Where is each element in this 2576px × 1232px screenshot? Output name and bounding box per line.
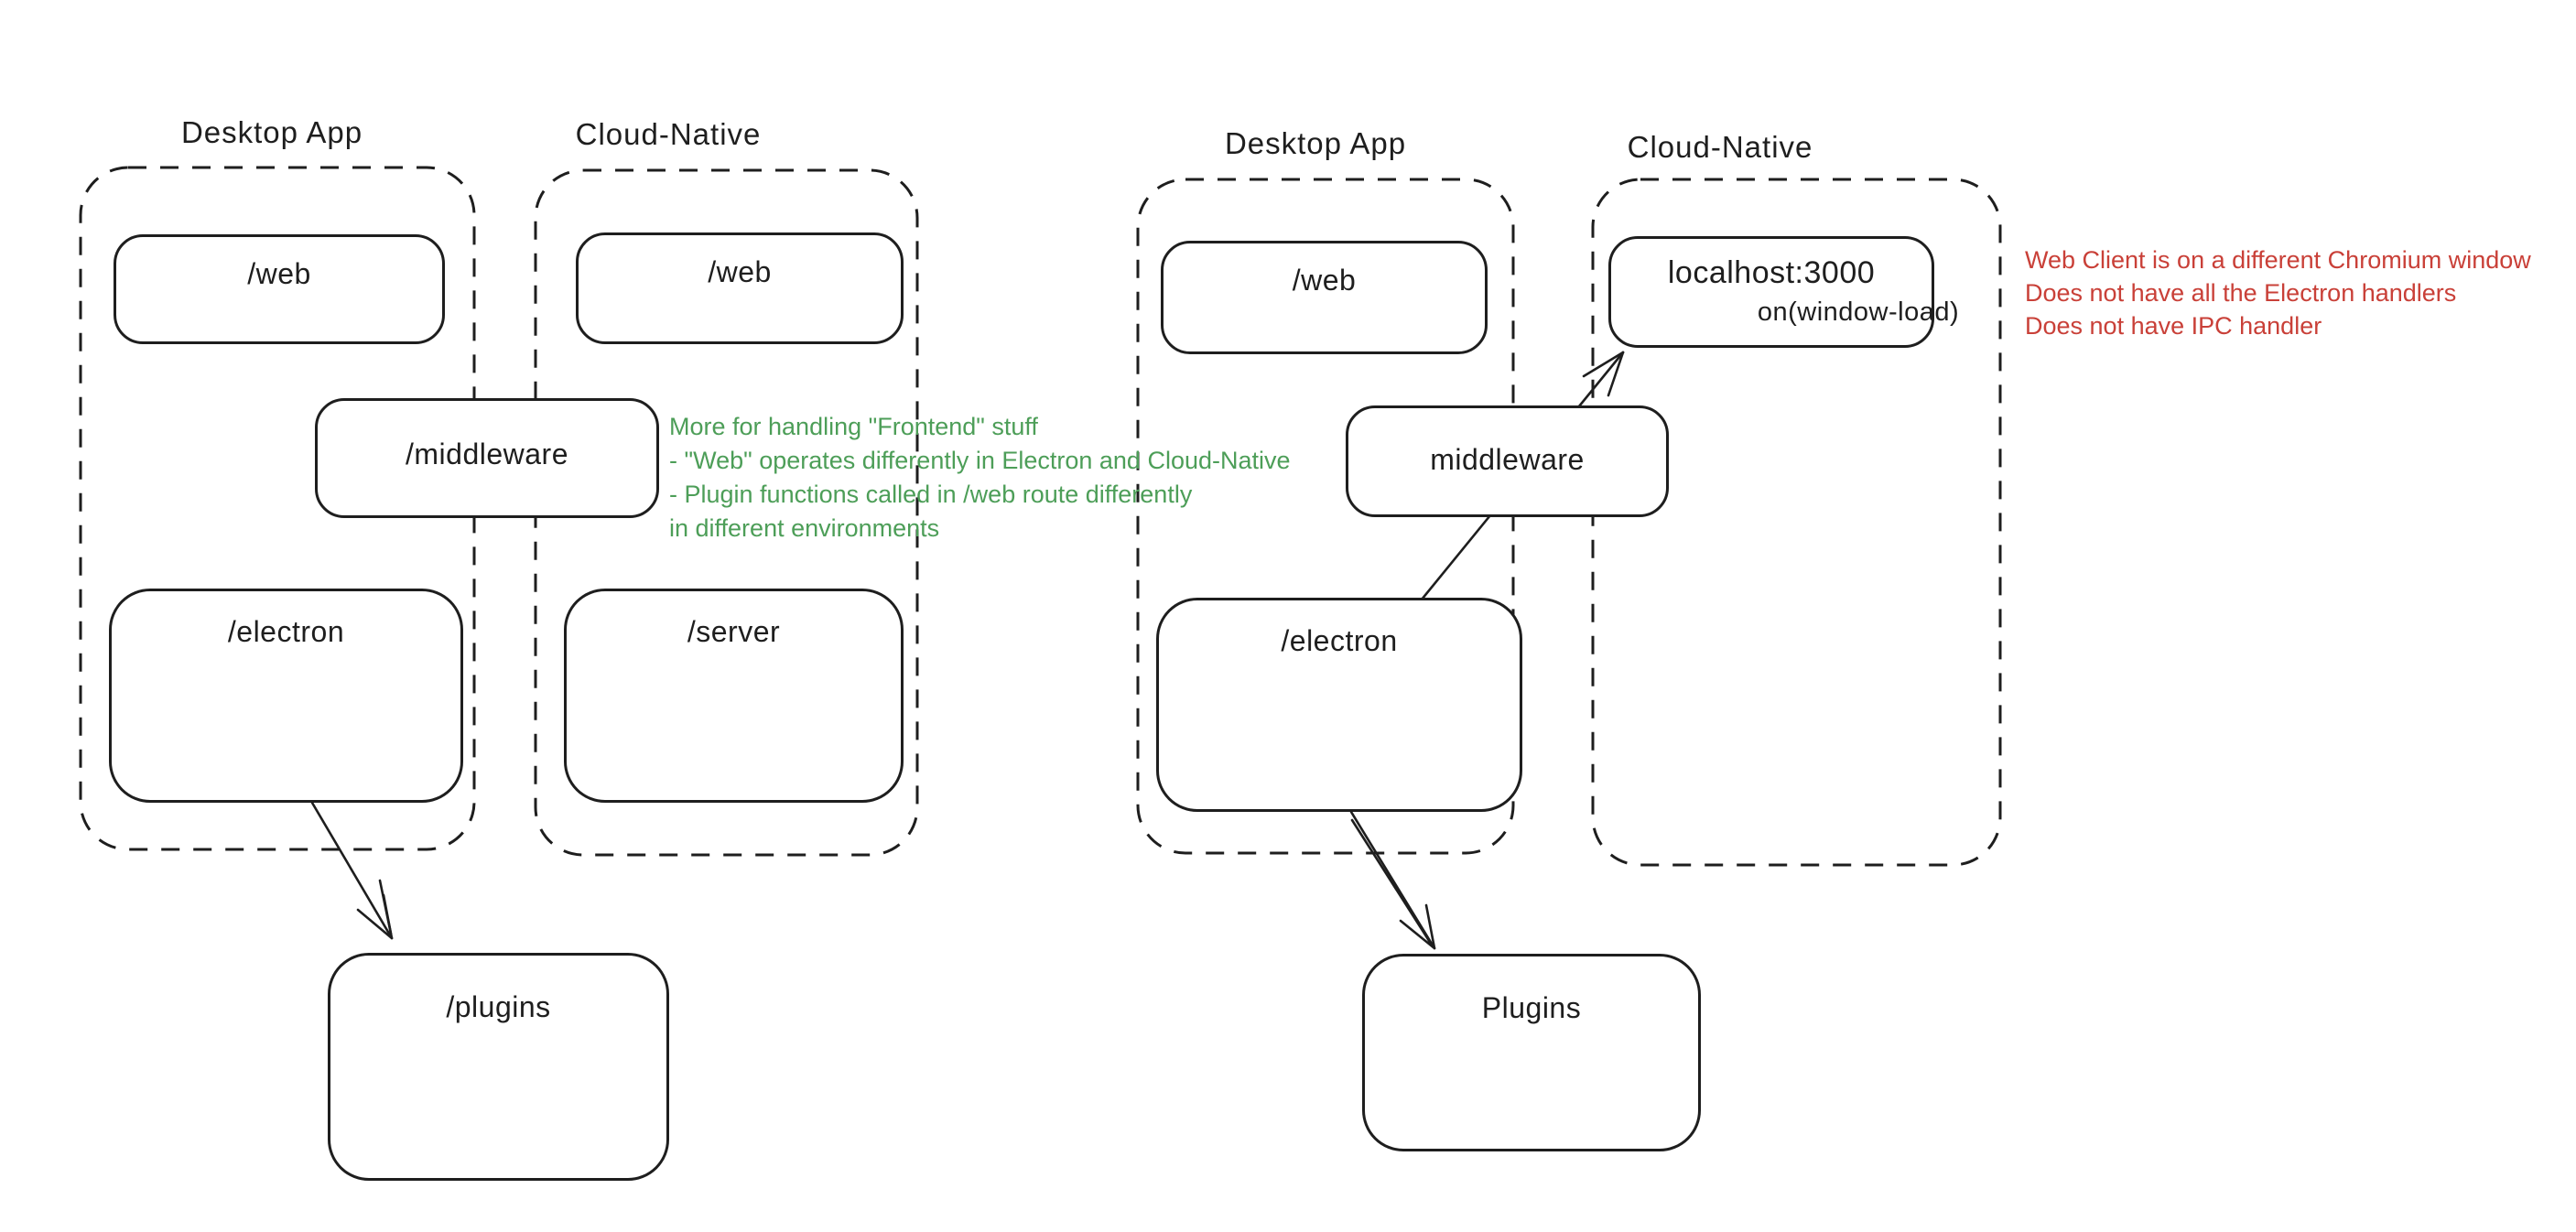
green-note-line: More for handling "Frontend" stuff	[669, 413, 1038, 440]
node-label: /web	[1292, 264, 1357, 297]
node-label: /web	[708, 255, 772, 288]
red-note-line: Does not have IPC handler	[2025, 312, 2322, 340]
panel-title-desktop-app-right: Desktop App	[1224, 126, 1407, 160]
node-electron-left: /electron	[109, 589, 463, 803]
node-label: /middleware	[405, 438, 568, 470]
panel-title-cloud-native-right: Cloud-Native	[1627, 130, 1813, 164]
red-note-line: Web Client is on a different Chromium wi…	[2025, 246, 2531, 274]
green-note-line: in different environments	[669, 514, 940, 542]
node-web-cloud-left: /web	[576, 232, 904, 344]
green-note: More for handling "Frontend" stuff - "We…	[669, 410, 1291, 546]
on-window-load-label: on(window-load)	[1757, 297, 1960, 327]
arrow-electron-to-plugins-right	[1349, 810, 1436, 950]
panel-title-cloud-native-left: Cloud-Native	[575, 117, 762, 151]
node-label: /plugins	[446, 990, 551, 1023]
red-note-line: Does not have all the Electron handlers	[2025, 279, 2457, 307]
node-label: /server	[687, 615, 781, 648]
panel-title-desktop-app-left: Desktop App	[180, 115, 363, 149]
green-note-line: - Plugin functions called in /web route …	[669, 481, 1193, 508]
node-plugins-right: Plugins	[1362, 954, 1701, 1151]
node-label: /electron	[1281, 624, 1398, 657]
node-web-desktop-left: /web	[114, 234, 445, 344]
node-electron-right: /electron	[1156, 598, 1522, 812]
node-server: /server	[564, 589, 904, 803]
node-label: /web	[247, 257, 311, 290]
node-label: Plugins	[1481, 991, 1582, 1024]
node-middleware-right: middleware	[1346, 405, 1669, 517]
node-web-desktop-right: /web	[1161, 241, 1488, 354]
node-middleware-left: /middleware	[315, 398, 659, 518]
green-note-line: - "Web" operates differently in Electron…	[669, 447, 1291, 474]
node-plugins-left: /plugins	[328, 953, 669, 1181]
node-label: /electron	[227, 615, 345, 648]
node-label: middleware	[1430, 443, 1585, 476]
node-localhost-3000: localhost:3000 on(window-load)	[1608, 236, 1959, 348]
red-note: Web Client is on a different Chromium wi…	[2025, 243, 2531, 342]
node-label: localhost:3000	[1667, 255, 1876, 290]
arrow-electron-to-plugins-left	[310, 801, 394, 940]
